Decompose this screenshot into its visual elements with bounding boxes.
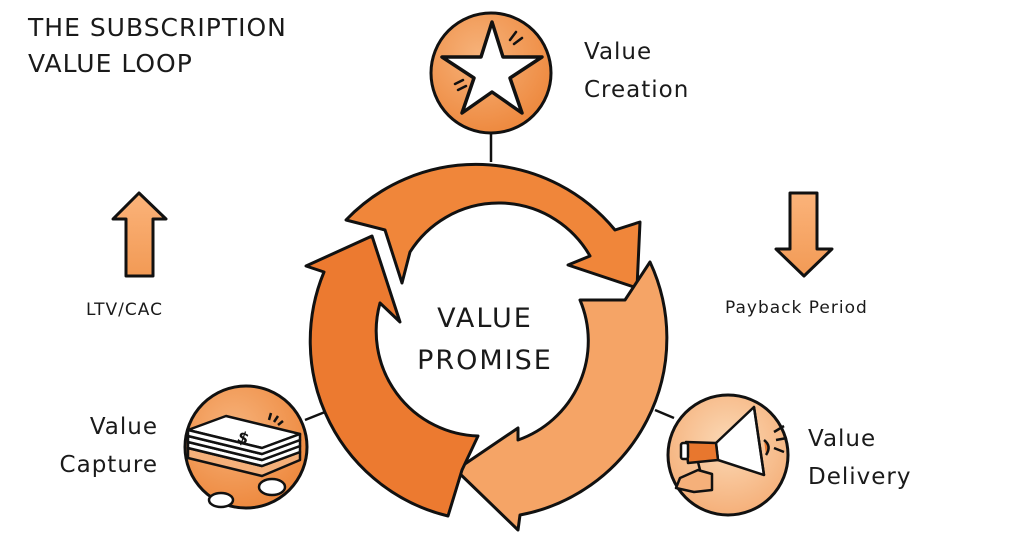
center-line-1: VALUE xyxy=(437,303,533,334)
title-line-1: THE SUBSCRIPTION xyxy=(28,13,287,42)
money-stack-icon: $ xyxy=(186,412,302,509)
value-delivery-node xyxy=(666,393,790,517)
cycle-arrow-top xyxy=(344,162,642,290)
value-delivery-label: Value Delivery xyxy=(808,420,911,496)
value-delivery-line-1: Value xyxy=(808,426,877,452)
cycle-arrow-left xyxy=(304,234,480,518)
ltv-cac-label: LTV/CAC xyxy=(86,300,163,320)
title-line-2: VALUE LOOP xyxy=(28,49,193,78)
value-capture-line-1: Value xyxy=(89,414,158,440)
value-creation-line-2: Creation xyxy=(584,77,690,103)
cycle-arrows xyxy=(304,162,669,532)
center-line-2: PROMISE xyxy=(417,345,553,376)
value-creation-label: Value Creation xyxy=(584,33,689,109)
value-creation-node xyxy=(429,11,553,135)
megaphone-icon xyxy=(674,405,788,494)
center-label: VALUE PROMISE xyxy=(385,298,585,382)
payback-period-label: Payback Period xyxy=(725,298,868,318)
arrow-up-icon xyxy=(111,191,168,278)
arrow-down-icon xyxy=(774,191,834,278)
connector-capture xyxy=(304,410,326,422)
diagram-title: THE SUBSCRIPTION VALUE LOOP xyxy=(28,10,287,82)
star-icon xyxy=(440,20,544,115)
cycle-arrow-right xyxy=(454,260,669,532)
value-capture-line-2: Capture xyxy=(59,452,158,478)
value-delivery-line-2: Delivery xyxy=(808,464,912,490)
connector-delivery xyxy=(654,408,675,420)
value-creation-line-1: Value xyxy=(584,39,653,65)
value-capture-label: Value Capture xyxy=(30,408,158,484)
value-capture-node: $ xyxy=(183,384,309,510)
